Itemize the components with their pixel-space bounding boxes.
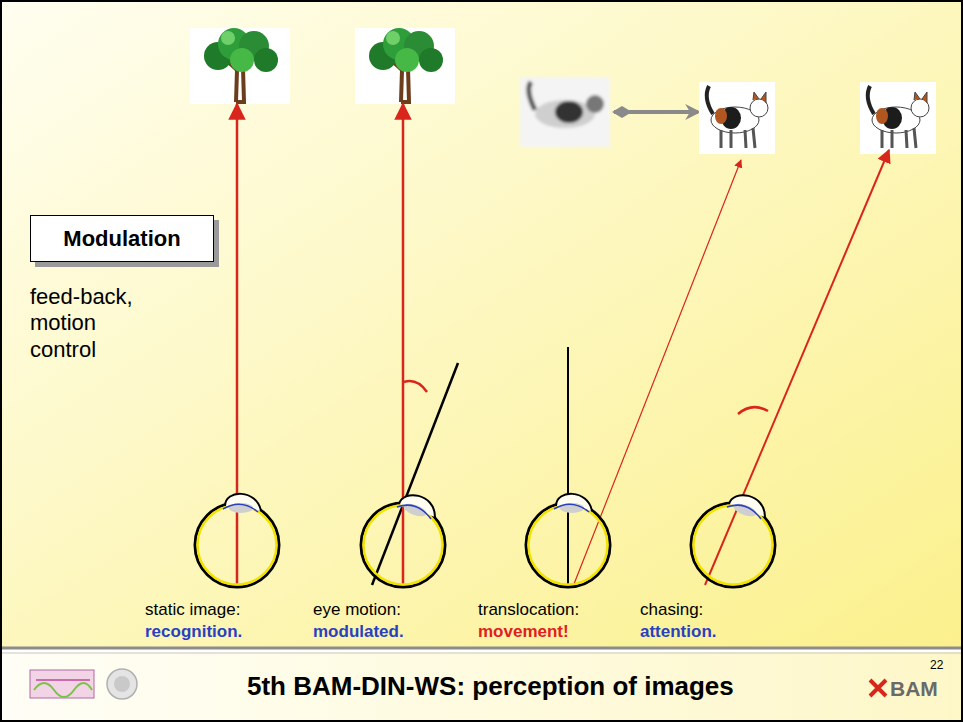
lens bbox=[402, 501, 428, 519]
page-number: 22 bbox=[930, 658, 943, 672]
sight-line bbox=[402, 104, 405, 585]
footer-background bbox=[0, 652, 963, 722]
tree-foliage bbox=[254, 48, 278, 72]
cat-legs bbox=[721, 128, 755, 148]
tree-picture bbox=[190, 28, 290, 104]
sight-line bbox=[236, 104, 239, 585]
cat-patch bbox=[555, 101, 583, 123]
seal-ring bbox=[107, 669, 137, 699]
angle-arc bbox=[738, 407, 768, 414]
case-caption: chasing: bbox=[640, 600, 703, 620]
eye-symbol bbox=[361, 495, 445, 587]
case-caption: eye motion: bbox=[313, 600, 401, 620]
iris-line bbox=[397, 505, 431, 519]
picture-ground bbox=[520, 77, 610, 147]
workshop-logo bbox=[30, 670, 94, 698]
logo-box bbox=[30, 670, 94, 698]
blurred-cat-picture bbox=[520, 77, 610, 147]
bam-cross bbox=[870, 680, 886, 696]
picture-ground bbox=[190, 28, 290, 104]
tree-foliage bbox=[230, 48, 254, 72]
cat-tail bbox=[529, 82, 535, 110]
tree-foliage bbox=[395, 48, 419, 72]
heading-text: Modulation bbox=[63, 226, 180, 252]
eye-symbol bbox=[526, 494, 610, 587]
eyeball-inner bbox=[694, 506, 773, 585]
footer-rule bbox=[0, 653, 963, 654]
case-caption: static image: bbox=[145, 600, 240, 620]
footer-title: 5th BAM-DIN-WS: perception of images bbox=[247, 671, 734, 702]
tree-foliage bbox=[386, 31, 400, 45]
picture-ground bbox=[699, 82, 775, 154]
angle-arc bbox=[404, 381, 427, 392]
case-keyword: modulated. bbox=[313, 622, 404, 642]
seal-center bbox=[114, 676, 130, 692]
eye-symbol bbox=[195, 494, 279, 587]
motion-arrow-tail bbox=[612, 106, 632, 118]
sight-line bbox=[705, 150, 889, 585]
cat-tail bbox=[868, 86, 874, 114]
cat-patch bbox=[876, 108, 888, 124]
cat-ears bbox=[753, 92, 766, 103]
eyeball-inner bbox=[364, 506, 443, 585]
eyeball-inner bbox=[198, 506, 277, 585]
picture-ground bbox=[860, 82, 936, 154]
eye-axis bbox=[567, 347, 569, 585]
eyeball-inner bbox=[529, 506, 608, 585]
cat-picture bbox=[860, 82, 936, 154]
slide-background bbox=[0, 0, 963, 648]
case-keyword: movement! bbox=[478, 622, 569, 642]
iris-line bbox=[727, 505, 761, 519]
heading-box: Modulation bbox=[30, 215, 214, 262]
logo-text: BAM bbox=[890, 676, 938, 701]
case-keyword: attention. bbox=[640, 622, 717, 642]
eyeball-outline bbox=[526, 503, 610, 587]
cat-body bbox=[535, 100, 595, 128]
logo-wave bbox=[34, 683, 92, 697]
case-caption: translocation: bbox=[478, 600, 579, 620]
iris-line bbox=[223, 504, 258, 512]
eyeball-outline bbox=[195, 503, 279, 587]
iris-line bbox=[554, 504, 589, 512]
picture-ground bbox=[355, 28, 455, 104]
cat-ears bbox=[914, 92, 927, 103]
logo-line bbox=[36, 679, 90, 681]
seal-logo bbox=[107, 669, 137, 699]
lens bbox=[732, 501, 758, 519]
bam-logo-mark bbox=[870, 680, 886, 696]
cat-patch bbox=[715, 108, 727, 124]
eye-symbol bbox=[691, 495, 775, 587]
cat-legs bbox=[882, 128, 916, 148]
cat-picture bbox=[699, 82, 775, 154]
case-keyword: recognition. bbox=[145, 622, 242, 642]
footer-rule bbox=[0, 647, 963, 650]
tree-foliage bbox=[221, 31, 235, 45]
tree-foliage bbox=[419, 48, 443, 72]
cat-head bbox=[586, 95, 604, 113]
tree-picture bbox=[355, 28, 455, 104]
cat-tail bbox=[707, 86, 713, 114]
side-note: feed-back, motion control bbox=[30, 284, 155, 363]
